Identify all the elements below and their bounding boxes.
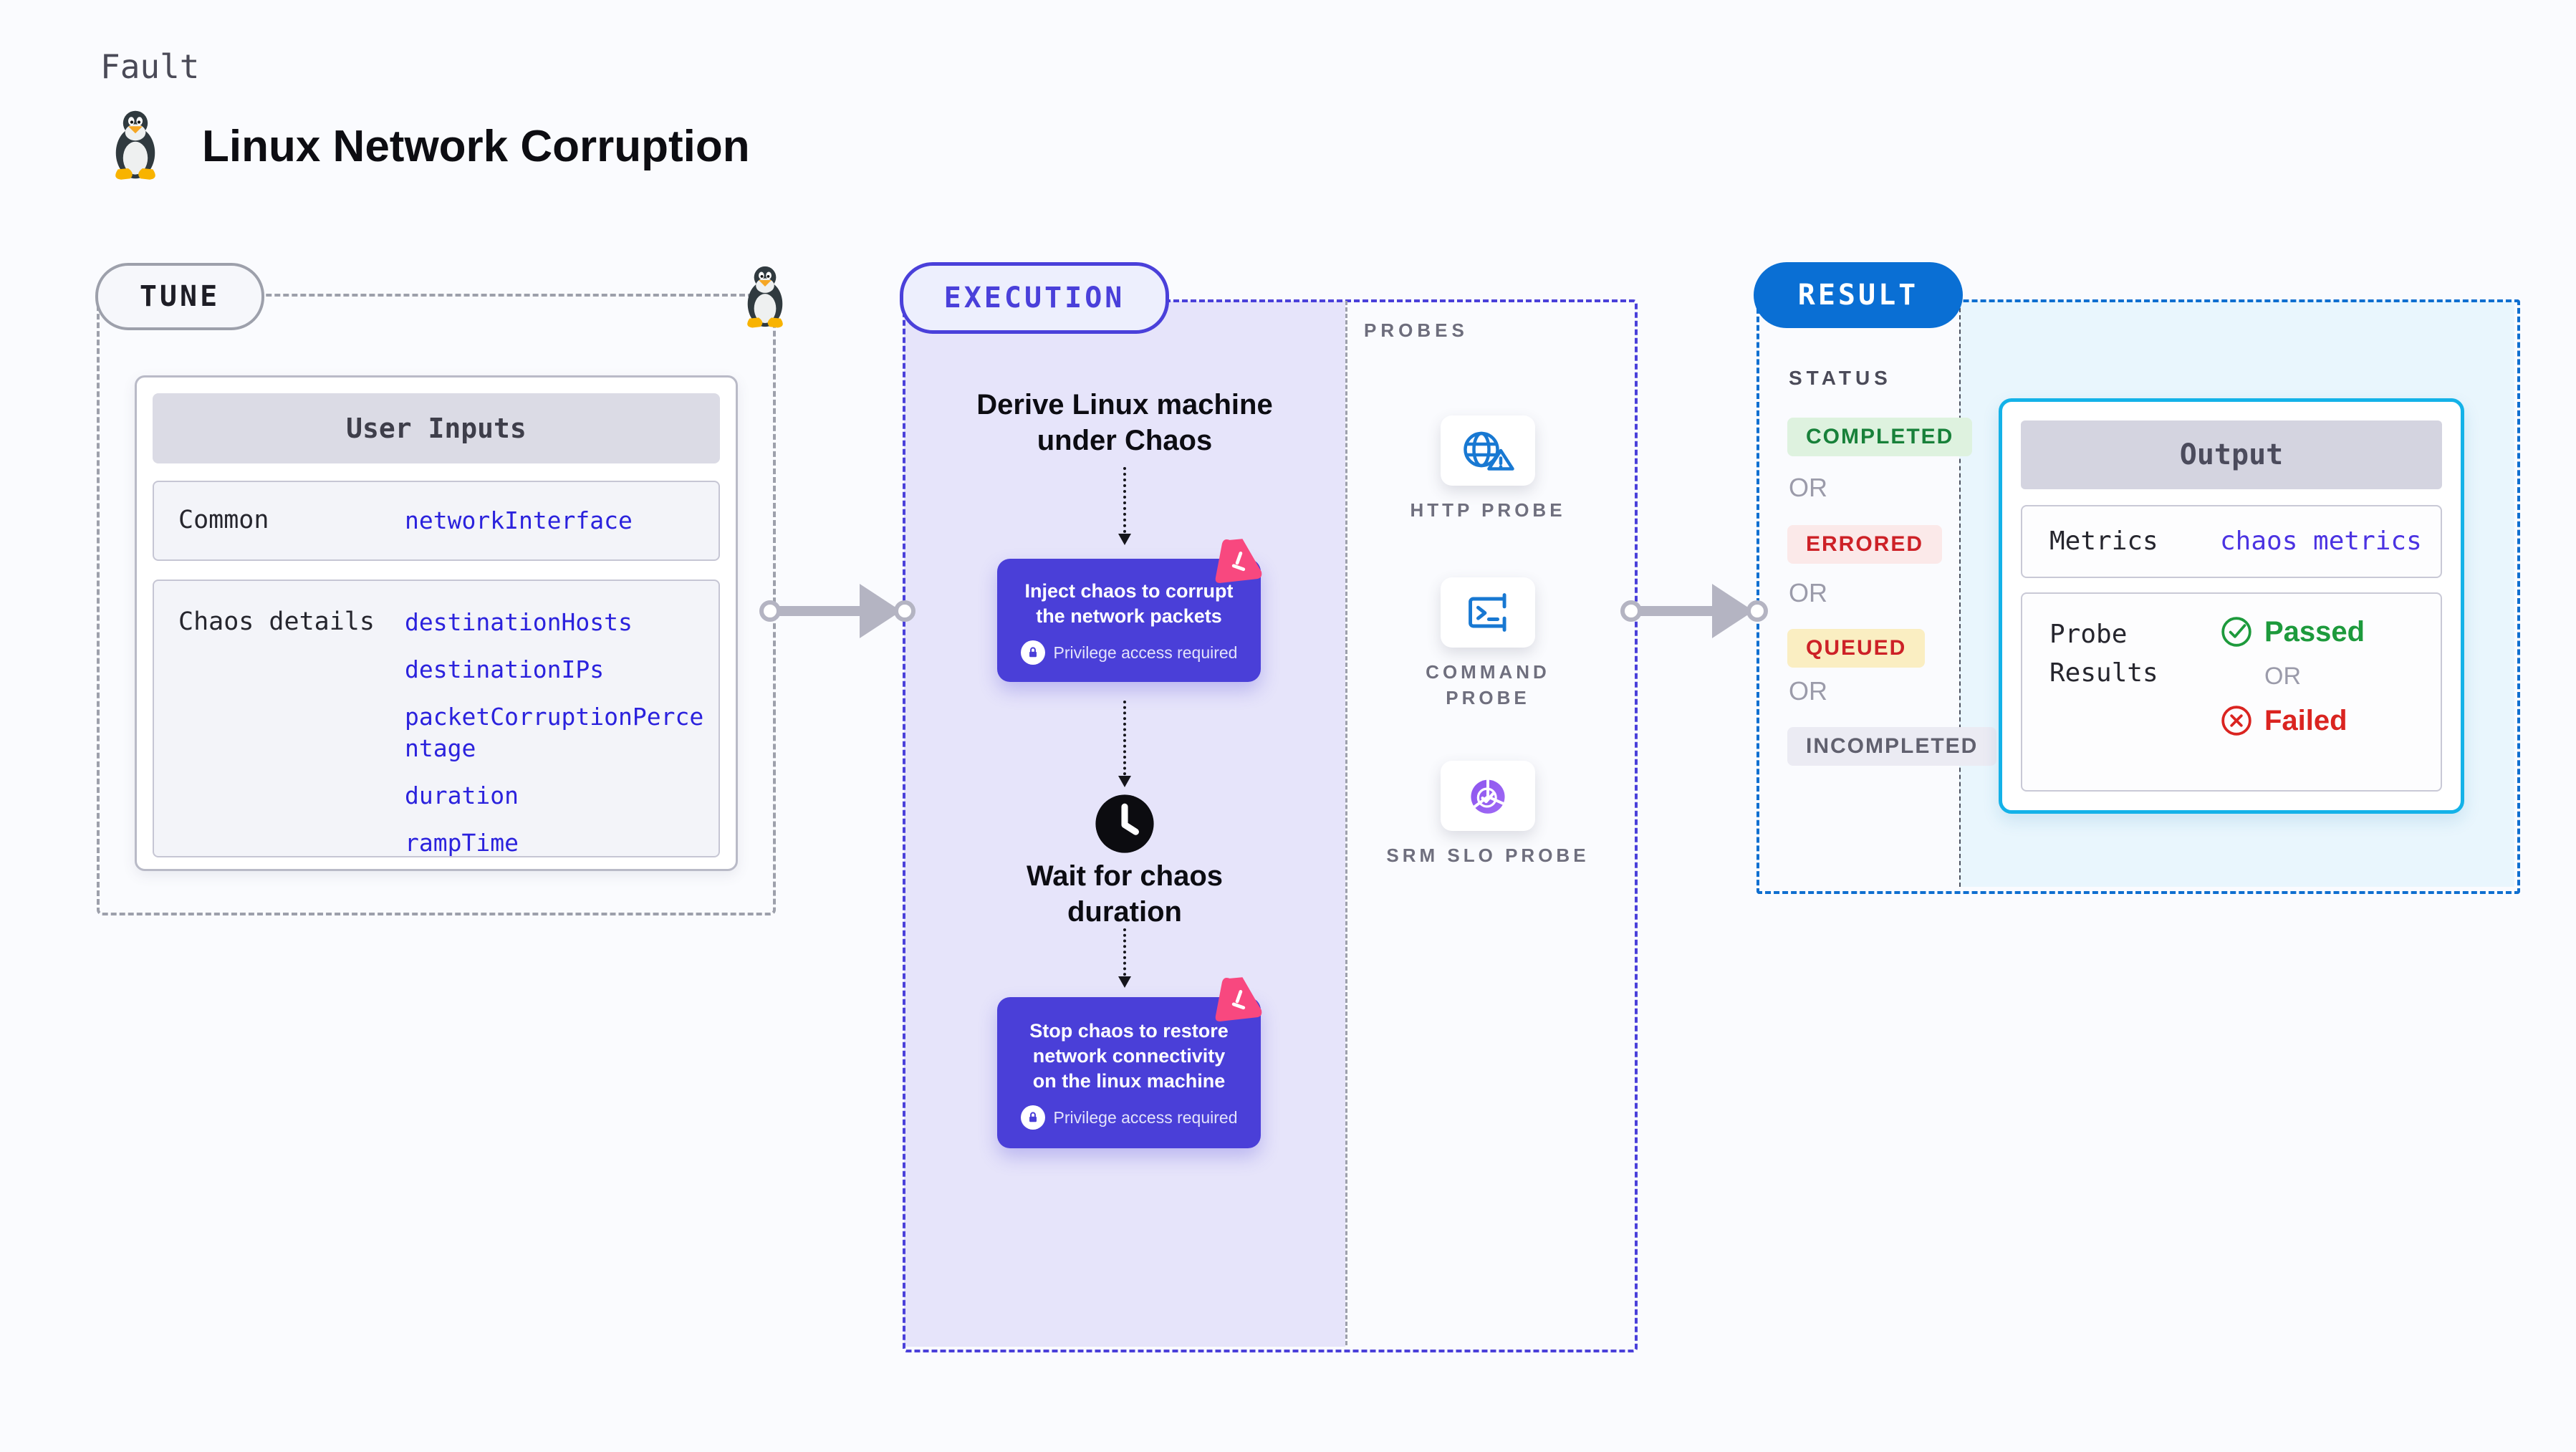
- input-value: networkInterface: [405, 506, 633, 535]
- arrow-down-icon: [1118, 467, 1131, 545]
- command-probe-label: COMMAND PROBE: [1426, 661, 1550, 709]
- passed-text: Passed: [2264, 616, 2365, 648]
- privilege-text: Privilege access required: [1053, 1107, 1238, 1127]
- execution-section: [903, 299, 1638, 1352]
- arrow-right-icon: [759, 582, 915, 640]
- user-input-row-chaos-details: Chaos details destinationHosts destinati…: [153, 580, 720, 857]
- step-derive-text: Derive Linux machine under Chaos: [976, 389, 1273, 456]
- input-value: rampTime: [405, 829, 519, 857]
- status-badge-errored: ERRORED: [1787, 525, 1943, 564]
- http-probe-card: [1441, 415, 1535, 486]
- probe-passed-row: Passed: [2220, 615, 2365, 648]
- clock-icon: [1095, 794, 1154, 853]
- input-value: duration: [405, 782, 519, 809]
- probes-divider: [1345, 301, 1347, 1345]
- input-row-label: Chaos details: [178, 607, 375, 636]
- arrow-down-icon: [1118, 701, 1131, 787]
- terminal-icon: [1469, 593, 1506, 632]
- lock-icon: [1020, 640, 1045, 665]
- chaos-logo-icon: [1215, 977, 1262, 1021]
- step-stop-card: Stop chaos to restore network connectivi…: [997, 997, 1261, 1149]
- tux-linux-icon: [115, 110, 155, 180]
- status-badge-queued: QUEUED: [1787, 629, 1926, 668]
- privilege-text: Privilege access required: [1053, 643, 1238, 662]
- check-circle-icon: [2221, 617, 2251, 647]
- result-section-label: RESULT: [1754, 262, 1963, 328]
- privilege-chip: Privilege access required: [1013, 640, 1245, 665]
- status-or-separator: OR: [1789, 473, 1827, 502]
- metrics-value: chaos metrics: [2220, 527, 2422, 556]
- step-inject-card: Inject chaos to corrupt the network pack…: [997, 559, 1261, 683]
- step-wait-text: Wait for chaos duration: [1026, 860, 1224, 928]
- input-value: packetCorruptionPercentage: [405, 703, 704, 762]
- srm-slo-probe-label: SRM SLO PROBE: [1386, 845, 1590, 866]
- metrics-label: Metrics: [2049, 527, 2158, 556]
- input-value: destinationIPs: [405, 655, 605, 683]
- x-circle-icon: [2221, 706, 2251, 736]
- failed-text: Failed: [2264, 705, 2347, 736]
- probe-results-label: Probe Results: [2049, 620, 2158, 688]
- http-probe-label: HTTP PROBE: [1410, 499, 1566, 521]
- chaos-logo-icon: [1215, 539, 1262, 583]
- lock-icon: [1020, 1105, 1045, 1130]
- status-badge-completed: COMPLETED: [1787, 418, 1973, 456]
- user-input-row-common: Common networkInterface: [153, 481, 720, 561]
- arrow-down-icon: [1118, 928, 1131, 988]
- srm-slo-probe-card: [1441, 761, 1535, 831]
- tux-linux-icon: [747, 266, 783, 328]
- execution-section-label: EXECUTION: [900, 262, 1169, 334]
- globe-warning-icon: [1464, 431, 1514, 471]
- tune-section-label: TUNE: [95, 263, 264, 330]
- user-inputs-card: User Inputs Common networkInterface Chao…: [135, 375, 738, 871]
- output-header: Output: [2021, 420, 2442, 489]
- metrics-row: Metrics chaos metrics: [2021, 505, 2442, 578]
- input-row-label: Common: [178, 506, 269, 535]
- slo-pie-icon: [1471, 778, 1505, 814]
- arrow-right-icon: [1620, 582, 1768, 640]
- user-inputs-header: User Inputs: [153, 393, 720, 463]
- probe-or-separator: OR: [2264, 663, 2301, 690]
- command-probe-card: [1441, 577, 1535, 648]
- privilege-chip: Privilege access required: [1020, 1105, 1237, 1130]
- status-column-label: STATUS: [1789, 367, 1892, 389]
- status-or-separator: OR: [1789, 676, 1827, 706]
- probe-results-row: Probe Results Passed OR Failed: [2021, 592, 2442, 792]
- page-title: Linux Network Corruption: [202, 122, 750, 171]
- step-stop-text: Stop chaos to restore network connectivi…: [1029, 1020, 1229, 1092]
- input-value: destinationHosts: [405, 608, 633, 636]
- probes-column-label: PROBES: [1364, 319, 1469, 341]
- probe-failed-row: Failed: [2220, 704, 2365, 737]
- status-badge-incompleted: INCOMPLETED: [1787, 727, 1997, 766]
- result-section: [1756, 299, 2520, 894]
- output-card: Output Metrics chaos metrics Probe Resul…: [1999, 398, 2464, 814]
- status-or-separator: OR: [1789, 578, 1827, 607]
- fault-kind-label: Fault: [100, 47, 200, 86]
- status-divider: [1959, 301, 1961, 887]
- step-inject-text: Inject chaos to corrupt the network pack…: [1024, 580, 1234, 628]
